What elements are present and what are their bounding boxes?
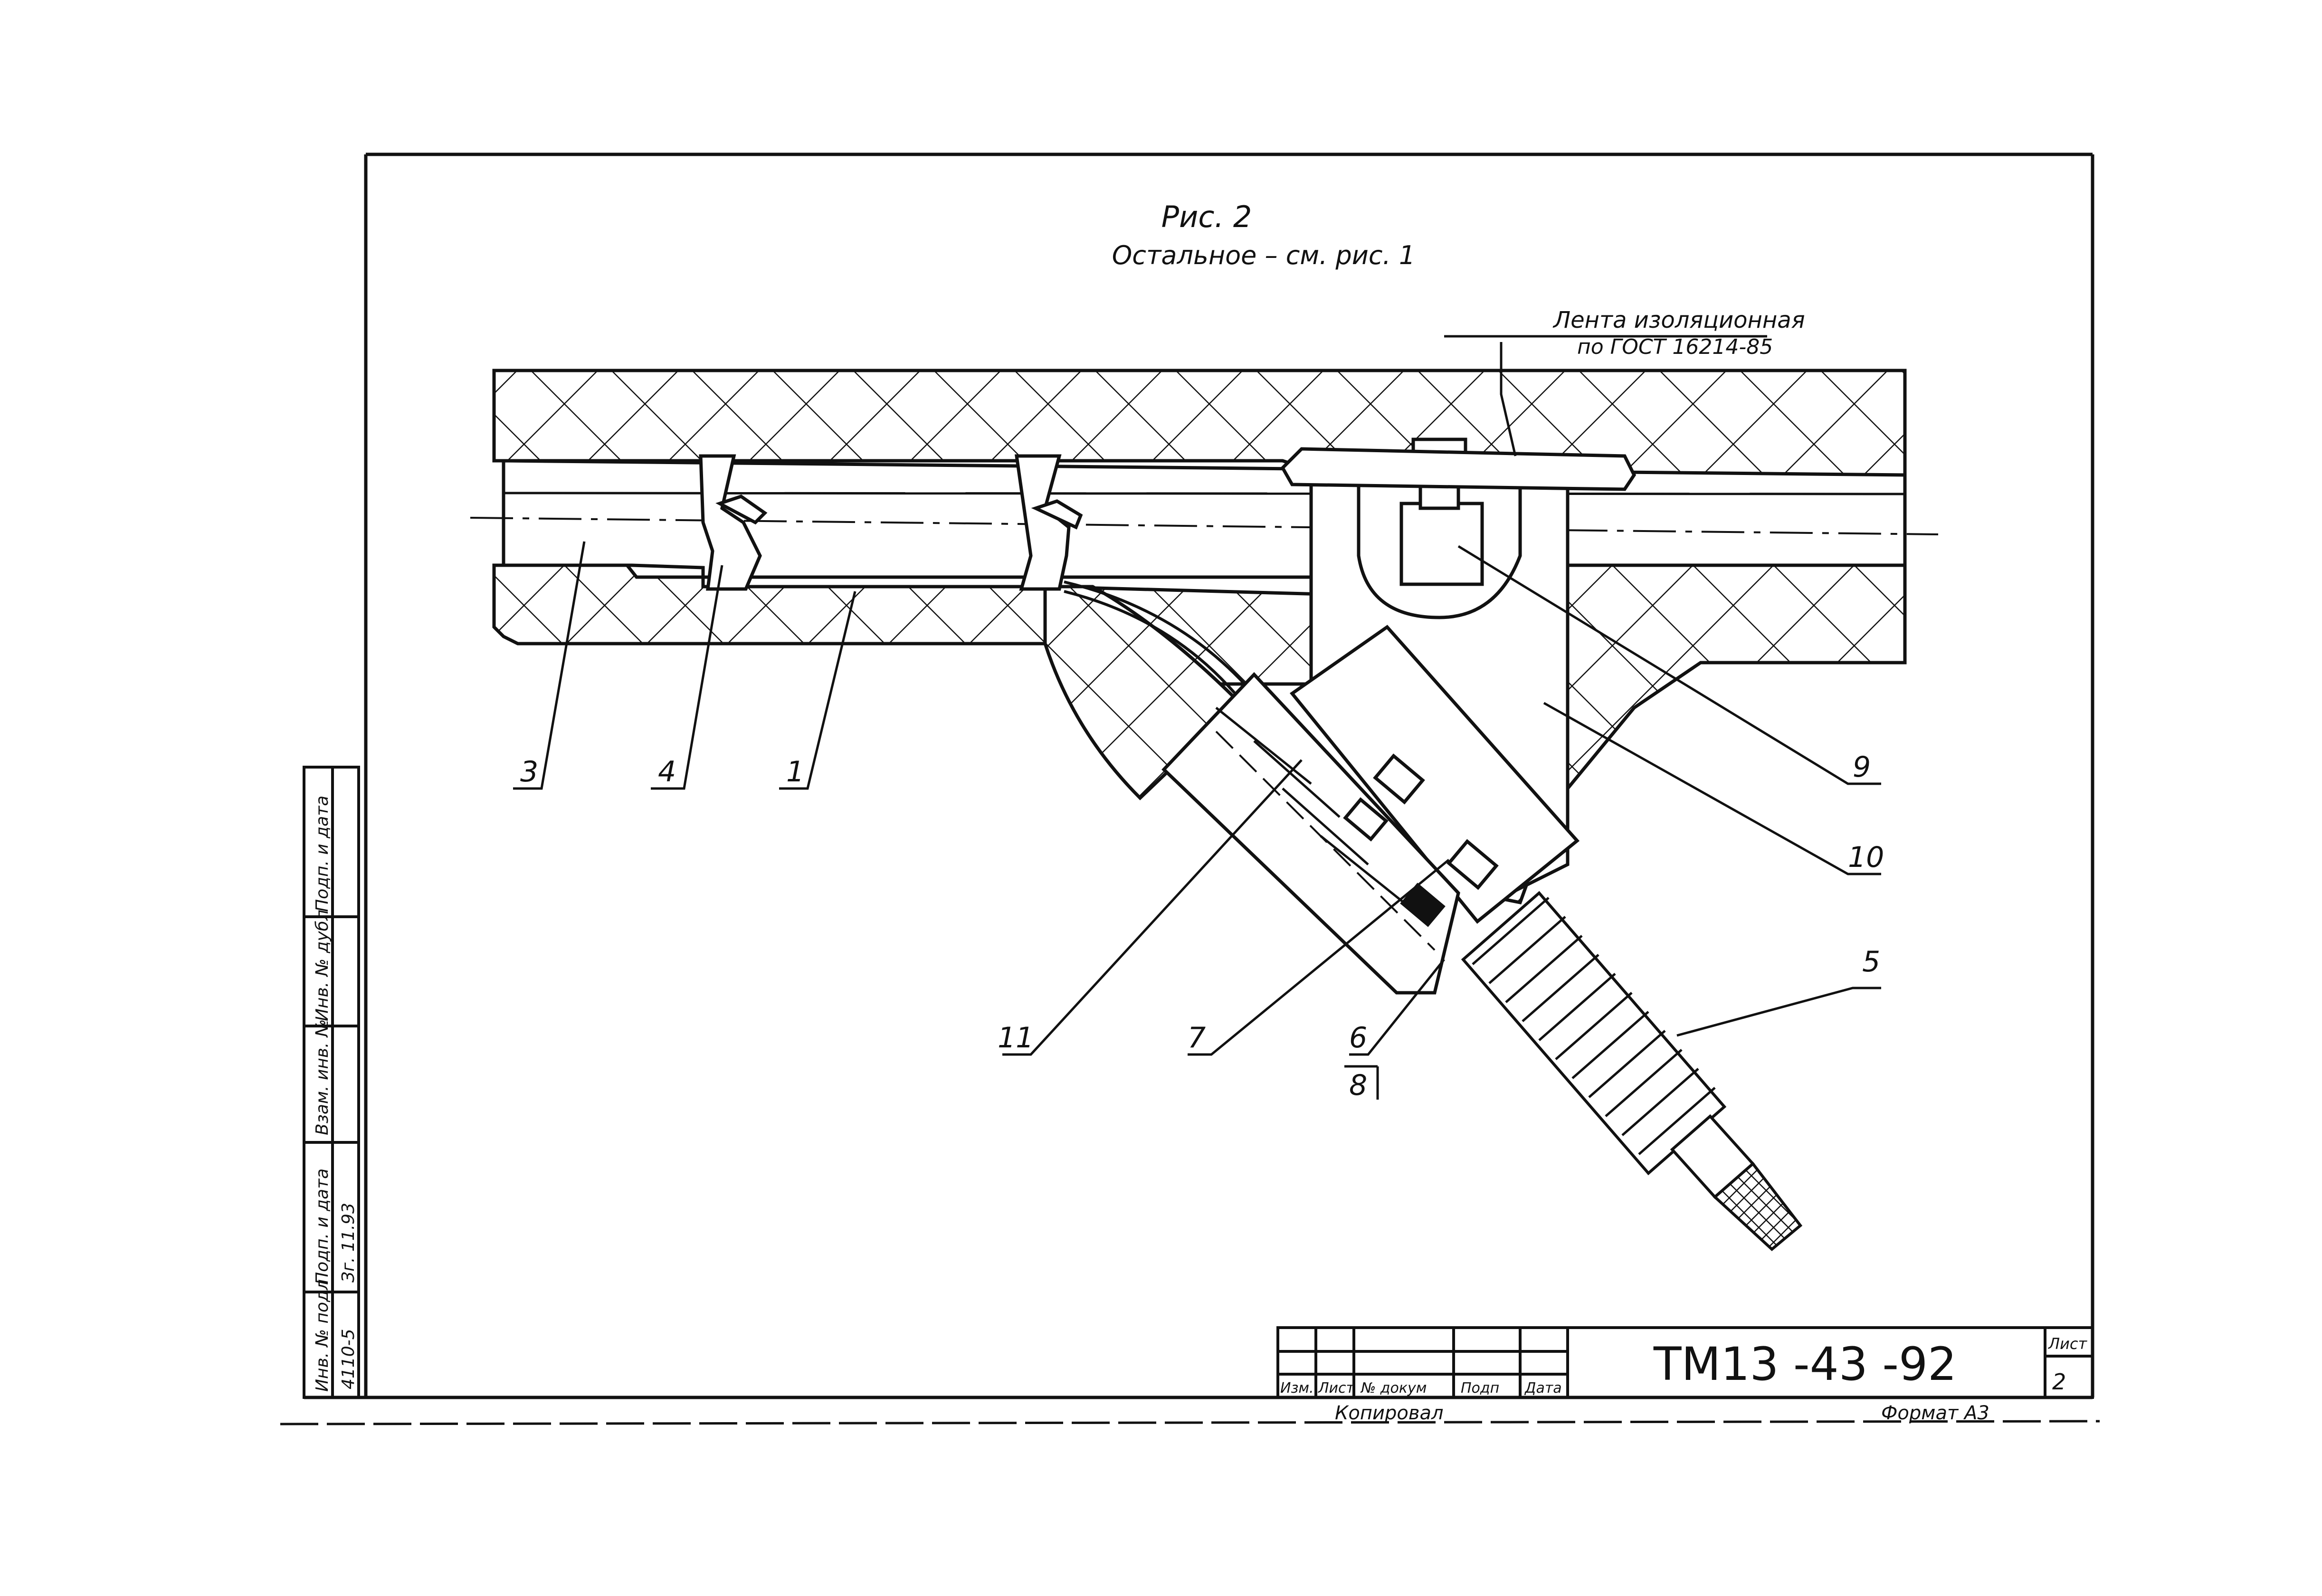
callout-4: 4 — [658, 755, 676, 788]
callout-1: 1 — [786, 755, 804, 788]
callout-6: 6 — [1349, 1021, 1367, 1054]
col-izm: Изм. — [1280, 1380, 1314, 1396]
leader-lines — [513, 335, 1881, 1056]
callout-5: 5 — [1862, 945, 1880, 978]
sheet-number: 2 — [2052, 1369, 2066, 1395]
stamp-sign2-label: Подп. и дата — [313, 796, 332, 912]
callout-3: 3 — [520, 755, 538, 788]
figure-caption: Рис. 2 Остальное – см. рис. 1 — [1112, 200, 1415, 270]
tape-note-line2: по ГОСТ 16214-85 — [1577, 335, 1773, 359]
callout-11: 11 — [998, 1021, 1034, 1054]
callout-7: 7 — [1188, 1021, 1206, 1054]
main-pipe — [470, 459, 1939, 579]
format-label: Формат А3 — [1881, 1402, 1989, 1424]
col-list: Лист — [1318, 1380, 1355, 1396]
stamp-inv-value: 4110-5 — [339, 1329, 358, 1389]
side-stamp: Инв. № подл Подп. и дата Взам. инв. № Ин… — [303, 766, 360, 1399]
stamp-sign-label: Подп. и дата — [313, 1168, 332, 1285]
copied-label: Копировал — [1335, 1402, 1444, 1424]
callout-labels: 3 4 1 9 10 5 11 7 6 8 — [520, 750, 1884, 1102]
sheet-label: Лист — [2048, 1335, 2087, 1353]
title-block: Изм. Лист № докум Подп Дата Лист 2 ТМ13 … — [1276, 1326, 2094, 1424]
stamp-inv-label: Инв. № подл — [313, 1279, 332, 1392]
callout-10: 10 — [1848, 841, 1884, 874]
stamp-replace-label: Взам. инв. № — [313, 1019, 332, 1135]
branch-housing — [1064, 437, 1637, 995]
col-doc: № докум — [1360, 1380, 1427, 1396]
tape-note-line1: Лента изоляционная — [1552, 307, 1805, 333]
col-sign: Подп — [1461, 1380, 1499, 1396]
caption-title: Рис. 2 — [1161, 200, 1252, 234]
hose-ribs — [1472, 897, 1716, 1155]
tape-note: Лента изоляционная по ГОСТ 16214-85 — [1552, 307, 1805, 359]
pipe-clamps — [699, 454, 1083, 591]
stamp-date-value: Зг. 11.93 — [339, 1203, 358, 1282]
col-date: Дата — [1524, 1380, 1562, 1396]
callout-9: 9 — [1853, 750, 1871, 784]
corrugated-hose — [1461, 891, 1803, 1251]
document-code: ТМ13 -43 -92 — [1653, 1338, 1957, 1391]
stamp-dup-label: Инв. № дубл — [313, 910, 332, 1021]
insulation-layer — [492, 369, 1907, 905]
callout-8: 8 — [1349, 1069, 1367, 1102]
caption-subtitle: Остальное – см. рис. 1 — [1112, 240, 1415, 270]
